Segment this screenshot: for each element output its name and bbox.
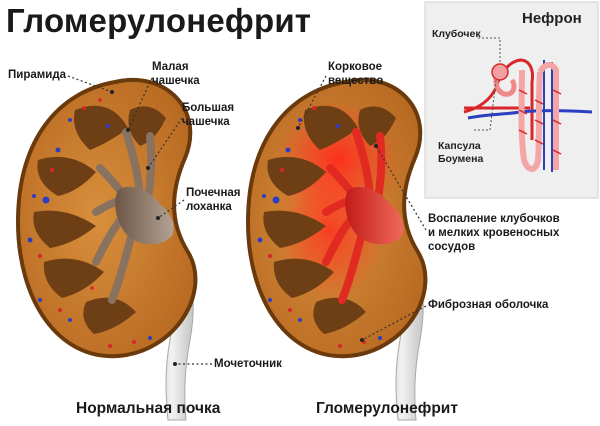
label-major-calyx-line2: чашечка: [182, 116, 230, 128]
label-fibrous-capsule: Фиброзная оболочка: [428, 299, 549, 311]
label-renal-pelvis-line2: лоханка: [186, 201, 232, 213]
label-renal-pelvis: Почечная лоханка: [186, 186, 241, 214]
leader-lines: [67, 75, 427, 365]
page-title: Гломерулонефрит: [6, 2, 312, 39]
label-inflammation-line2: и мелких кровеносных: [428, 227, 560, 239]
label-inflammation-line1: Воспаление клубочков: [428, 213, 560, 225]
label-inflammation: Воспаление клубочков и мелких кровеносны…: [428, 212, 560, 254]
label-renal-pelvis-line1: Почечная: [186, 187, 241, 199]
caption-glomerulonephritis: Гломерулонефрит: [316, 400, 458, 417]
label-cortex-line2: вещество: [328, 75, 384, 87]
nephron-title: Нефрон: [522, 10, 582, 27]
label-cortex-line1: Корковое: [328, 61, 383, 73]
label-major-calyx: Большая чашечка: [182, 101, 234, 129]
label-pyramid: Пирамида: [8, 69, 67, 81]
nephron-label-glomerulus: Клубочек: [432, 28, 481, 40]
nephron-inset: [424, 1, 599, 199]
nephron-label-bowman-capsule: Капсула Боумена: [438, 140, 483, 166]
glomerulonephritis-kidney: [245, 77, 428, 421]
label-inflammation-line3: сосудов: [428, 241, 476, 253]
label-minor-calyx: Малая чашечка: [152, 60, 200, 88]
label-minor-calyx-line2: чашечка: [152, 75, 200, 87]
nephron-label-bowman-line1: Капсула: [438, 140, 481, 152]
label-major-calyx-line1: Большая: [182, 102, 235, 114]
label-ureter: Мочеточник: [214, 358, 282, 370]
label-minor-calyx-line1: Малая: [152, 61, 189, 73]
caption-normal-kidney: Нормальная почка: [76, 400, 221, 417]
label-cortex: Корковое вещество: [328, 60, 383, 88]
nephron-label-bowman-line2: Боумена: [438, 153, 484, 165]
normal-kidney: [15, 77, 198, 421]
